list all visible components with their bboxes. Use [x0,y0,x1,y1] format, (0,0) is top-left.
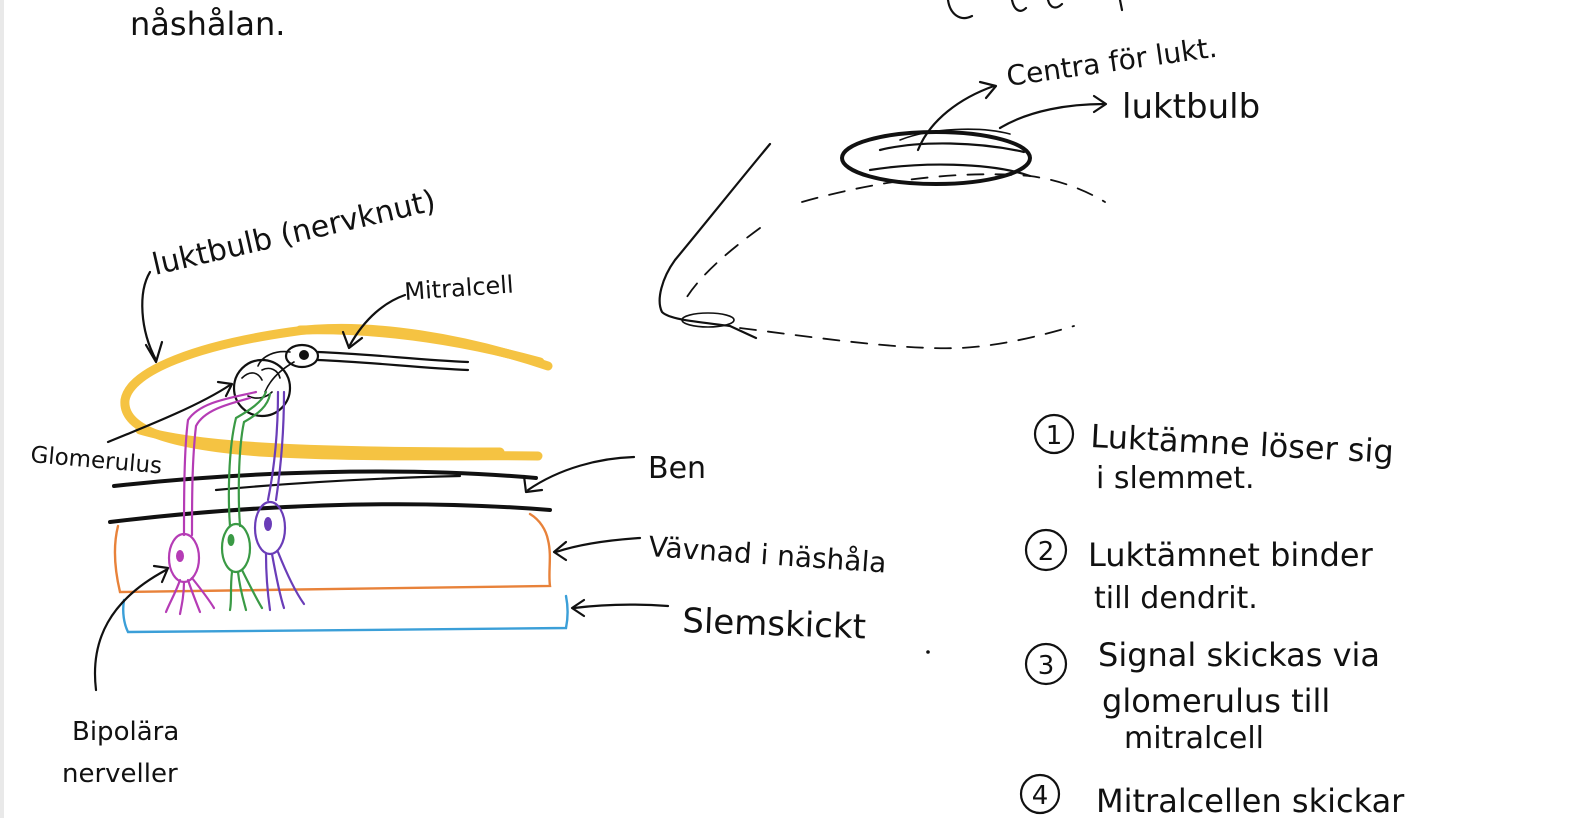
neuron-green-body [222,524,250,572]
step-2-line2: till dendrit. [1094,581,1258,616]
label-luktbulb-right: luktbulb [1122,87,1260,127]
step-4-line1: Mitralcellen skickar [1096,782,1405,818]
step-1-line2: i slemmet. [1096,461,1255,496]
neuron-purple-body [169,534,199,582]
step-4-number: 4 [1032,781,1049,811]
cropped-text-fragment-2 [1012,0,1122,11]
neuron-violet-dendrites [266,552,304,610]
arrow-to-centra [918,86,994,150]
right-bulb-outer [842,132,1030,184]
arrow-to-bipolar [95,570,166,690]
neuron-purple-dendrites [166,578,214,614]
label-vavnad: Vävnad i näshåla [648,530,888,580]
step-2-line1: Luktämnet binder [1088,536,1374,574]
mitral-cell-nucleus [299,350,309,360]
neuron-green-axon [229,392,266,526]
olfactory-bulb-outline-2 [300,330,540,362]
step-1-number: 1 [1046,421,1063,451]
label-luktbulb-nervknut: luktbulb (nervknut) [149,184,439,283]
nasal-cavity-floor [740,326,1074,348]
bipolar-neuron-green [222,392,270,610]
arrow-to-mucus [574,605,668,608]
right-bulb-inner [870,143,1030,176]
arrow-to-luktbulb-right [1000,104,1104,128]
mitral-axon [318,352,468,370]
label-nerveller: nerveller [62,759,178,789]
neuron-violet-nucleus [264,517,272,531]
step-3-line2: glomerulus till [1102,682,1330,720]
bone-layer-bottom [110,504,550,522]
label-centra-for-lukt: Centra för lukt. [1004,31,1219,93]
olfactory-diagram: luktbulb (nervknut) Mitralcell Glomerulu… [29,184,929,789]
nasal-cavity-roof [802,174,1105,202]
arrow-to-bulb [142,272,156,360]
step-3-line3: mitralcell [1124,721,1264,756]
steps-list: 1 Luktämne löser sig i slemmet. 2 Luktäm… [1021,415,1405,818]
stray-dot [926,650,930,654]
mucus-layer [123,596,567,632]
step-3-number: 3 [1038,651,1055,681]
neuron-purple-nucleus [176,550,184,562]
bone-layer-mid [216,476,460,490]
step-2-number: 2 [1038,537,1055,567]
label-ben: Ben [648,451,706,486]
header-fragment-text: nåshålan. [130,5,285,43]
nose-outline [660,144,770,338]
label-glomerulus: Glomerulus [29,442,163,479]
arrow-to-ben [528,457,634,490]
head-profile-diagram: Centra för lukt. luktbulb [660,31,1261,348]
label-bipolara: Bipolära [72,717,179,747]
nasal-cavity-front [685,228,760,300]
bone-layer-top [114,472,536,486]
bipolar-neuron-violet [255,392,304,610]
label-mitralcell: Mitralcell [403,270,514,306]
neuron-green-nucleus [228,534,235,546]
step-3-line1: Signal skickas via [1098,636,1380,674]
cropped-text-fragment [948,0,972,18]
arrow-to-tissue [556,538,640,552]
label-slemskickt: Slemskickt [682,601,867,647]
